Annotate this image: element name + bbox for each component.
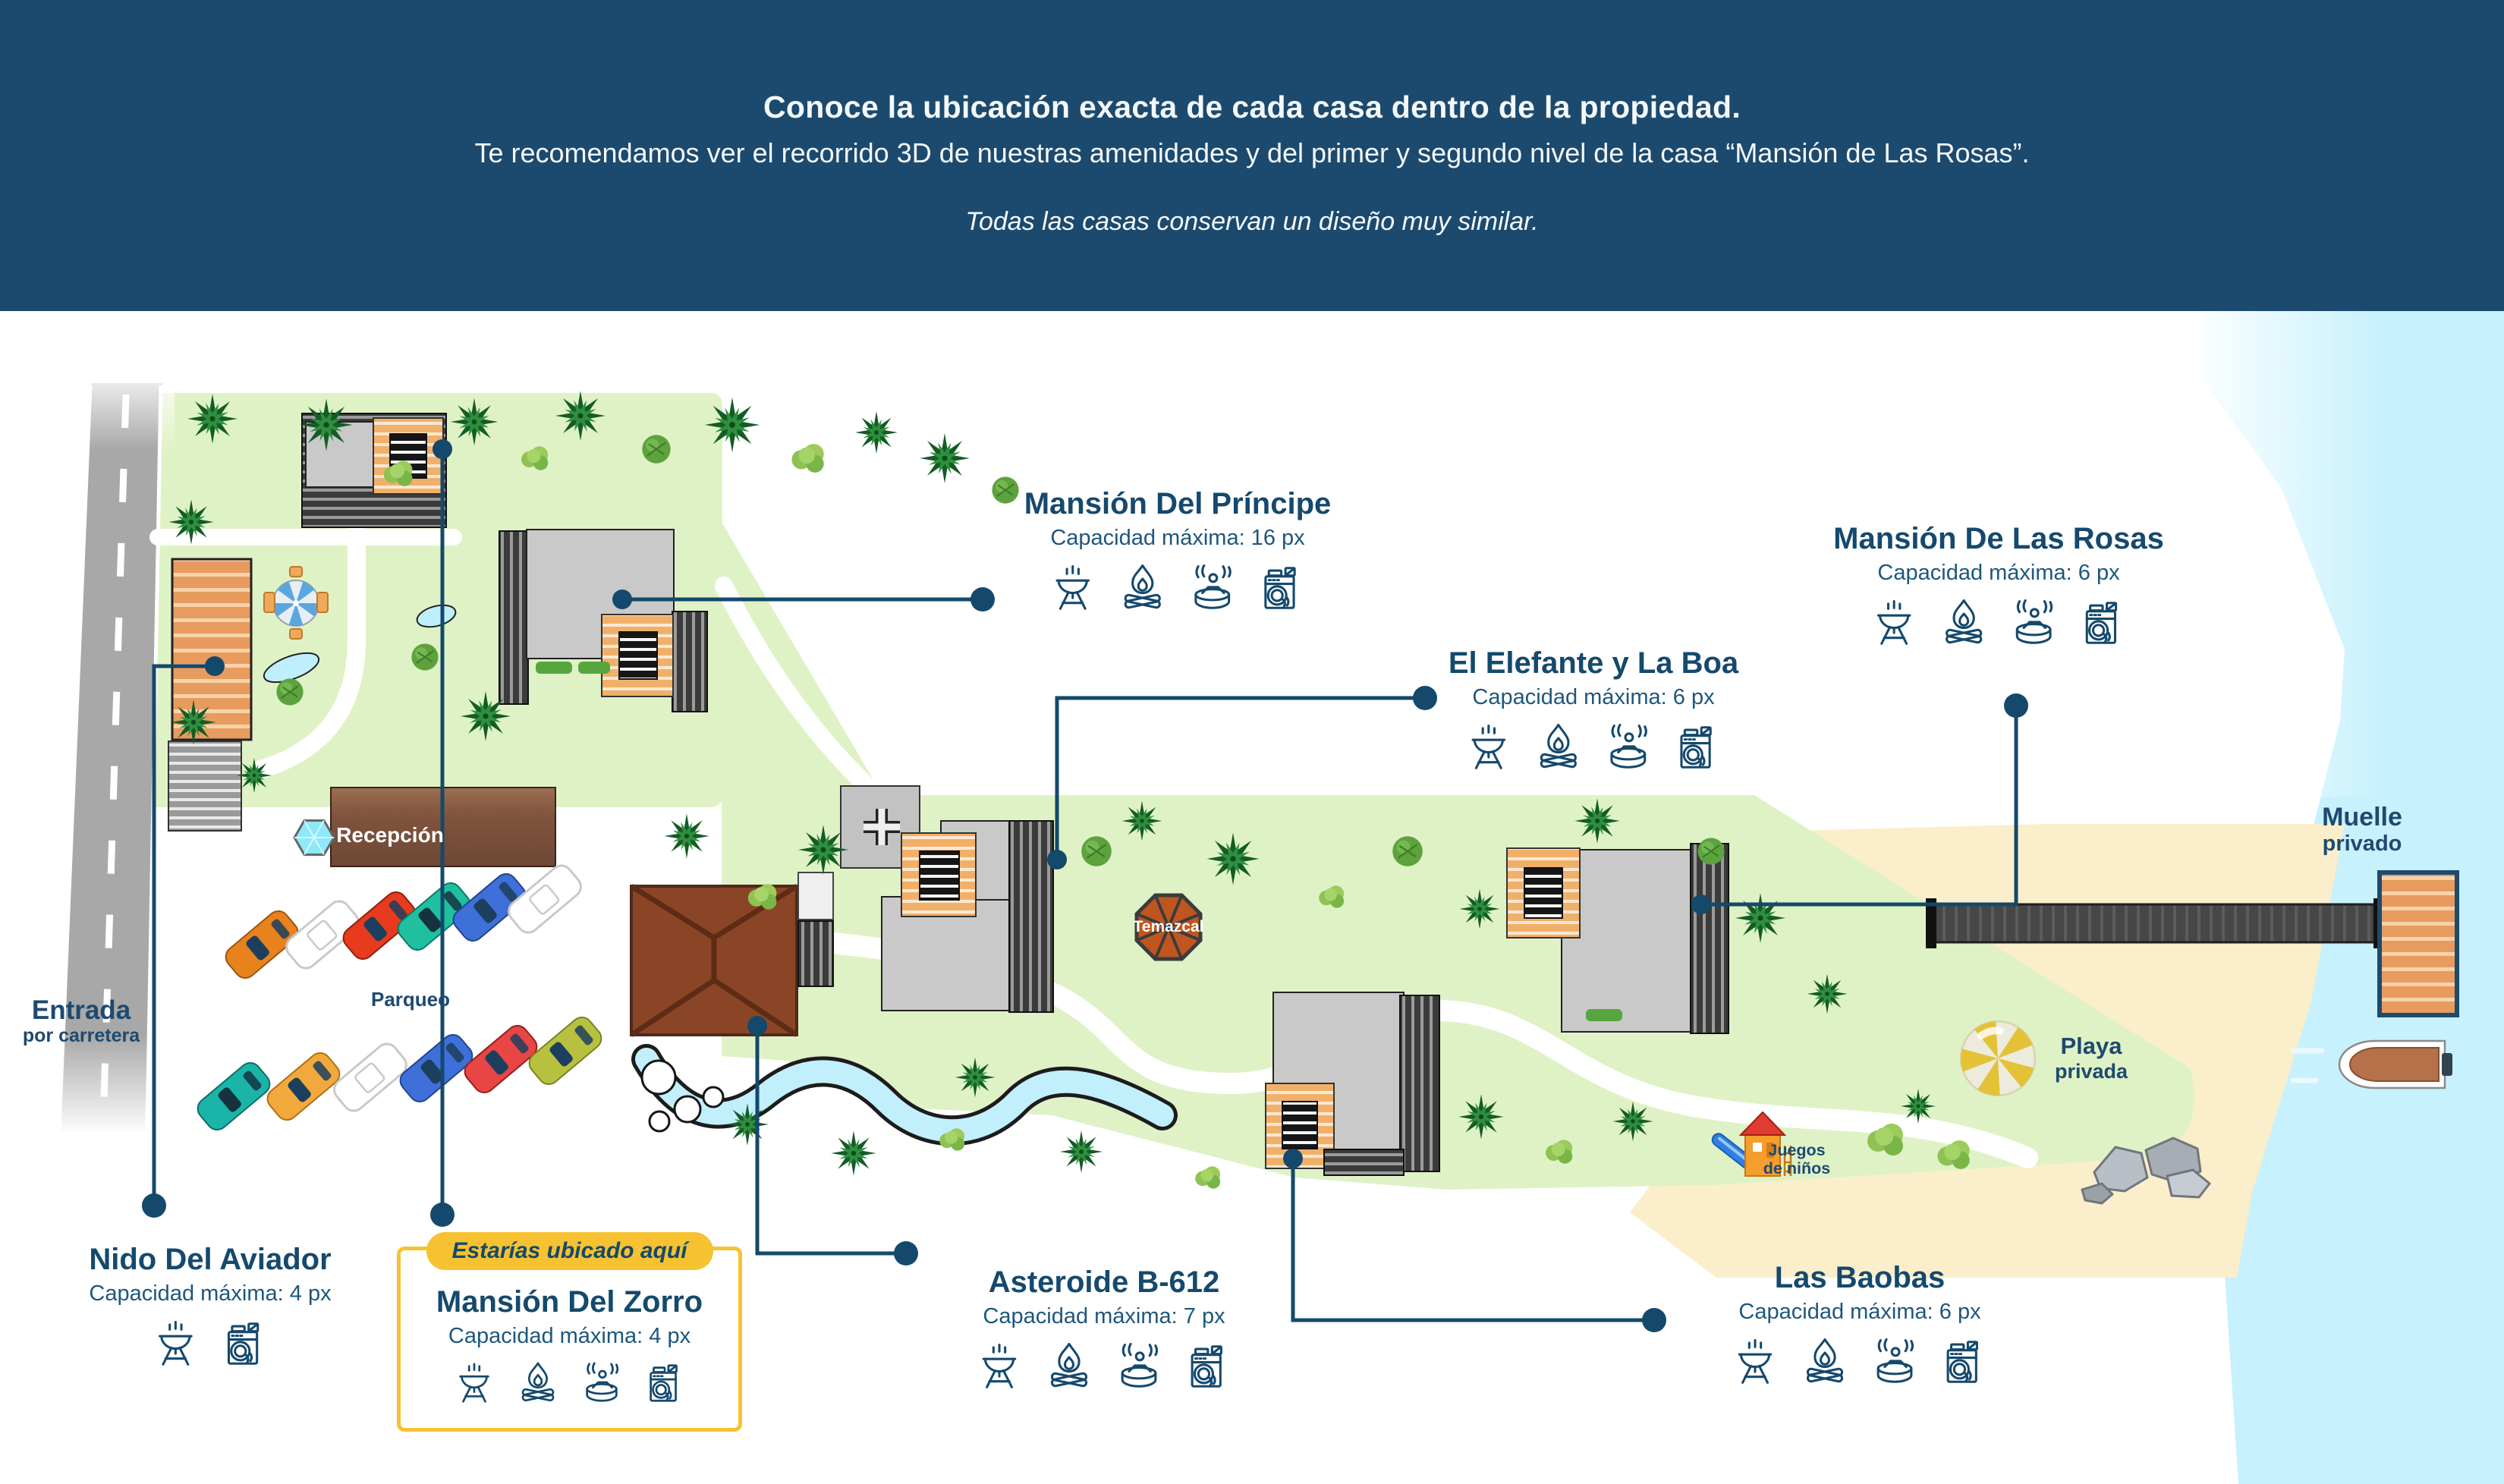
hot-tub-icon [2007,596,2060,649]
grill-icon [149,1317,202,1370]
campfire-icon [1798,1335,1851,1388]
entrance-road [42,363,175,1134]
dock-cabin [2377,870,2459,1017]
amenities-asteroide [973,1340,1235,1393]
hot-tub-icon [1186,561,1239,615]
map-house-nido [168,558,253,832]
map-house-baobas [1265,992,1440,1176]
pier [1926,870,2459,1017]
grill-icon [1046,561,1099,615]
sea-water [2202,311,2504,1484]
amenities-principe [1024,561,1332,615]
laundry-icon [642,1360,689,1407]
hot-tub-icon [1868,1335,1921,1388]
pier-label: Muelle privado [2322,803,2402,857]
campfire-icon [1532,721,1585,774]
pond-lawn [263,652,320,684]
reception-label: Recepción [336,823,444,847]
campfire-icon [514,1360,562,1407]
grill-icon [973,1340,1026,1393]
grill-icon [451,1360,498,1407]
grill-icon [1462,721,1515,774]
amenities-zorro [401,1360,738,1407]
house-label-rosas: Mansión De Las Rosas Capacidad máxima: 6… [1833,522,2164,649]
campfire-icon [1937,596,1990,649]
parking-cars [197,864,602,1131]
boat [2290,1039,2452,1089]
hot-tub-icon [578,1360,625,1407]
rocks [2081,1137,2211,1205]
playground-icon [1711,1111,1792,1177]
grill-icon [1729,1335,1782,1388]
amenities-nido [89,1317,331,1370]
laundry-icon [2077,596,2130,649]
map-house-elefante [881,820,1054,1013]
entrance-label: Entrada por carretera [22,995,140,1047]
house-label-nido: Nido Del Aviador Capacidad máxima: 4 px [89,1243,332,1370]
beach-label: Playa privada [2054,1033,2128,1083]
house-label-baobas: Las Baobas Capacidad máxima: 6 px [1729,1261,1991,1388]
amenities-rosas [1833,596,2164,649]
laundry-icon [1182,1340,1235,1393]
house-label-principe: Mansión Del Príncipe Capacidad máxima: 1… [1024,487,1332,615]
creek [631,1044,1178,1146]
beach-umbrella-icon [1959,1020,2037,1097]
hot-tub-icon [1112,1340,1165,1393]
pond-small [416,604,457,628]
page-note: Todas las casas conservan un diseño muy … [965,207,1539,236]
amenities-elefante [1449,721,1738,774]
map-canvas [0,311,2504,1484]
map-house-rosas [1506,843,1729,1034]
header: Conoce la ubicación exacta de cada casa … [0,0,2504,311]
hot-tub-icon [1602,721,1655,774]
plunge-pool [293,819,335,856]
map-graphics [42,311,2504,1484]
temazcal-label: Temazcal [1133,918,1204,935]
house-label-zorro-highlight-box: Estarías ubicado aquí Mansión Del Zorro … [397,1232,742,1432]
laundry-icon [1256,561,1309,615]
campfire-icon [1116,561,1169,615]
laundry-icon [1938,1335,1991,1388]
laundry-icon [1672,721,1725,774]
parking-label: Parqueo [370,988,451,1011]
house-label-asteroide: Asteroide B-612 Capacidad máxima: 7 px [973,1265,1235,1393]
pool-umbrella-icon [263,566,329,640]
campfire-icon [1043,1340,1096,1393]
page-subtitle: Te recomendamos ver el recorrido 3D de n… [474,137,2030,168]
you-are-here-badge: Estarías ubicado aquí [426,1232,713,1270]
house-label-elefante: El Elefante y La Boa Capacidad máxima: 6… [1449,646,1738,774]
grill-icon [1867,596,1920,649]
page-title: Conoce la ubicación exacta de cada casa … [763,90,1741,124]
water-fade [2185,311,2383,797]
laundry-icon [219,1317,272,1370]
kids-playground-label: Juegos de niños [1763,1141,1831,1178]
map-house-asteroide [630,872,834,1037]
map-house-principe [499,529,708,712]
callout-connectors [142,439,2028,1332]
amenities-baobas [1729,1335,1991,1388]
temazcal-structure [1134,893,1203,961]
